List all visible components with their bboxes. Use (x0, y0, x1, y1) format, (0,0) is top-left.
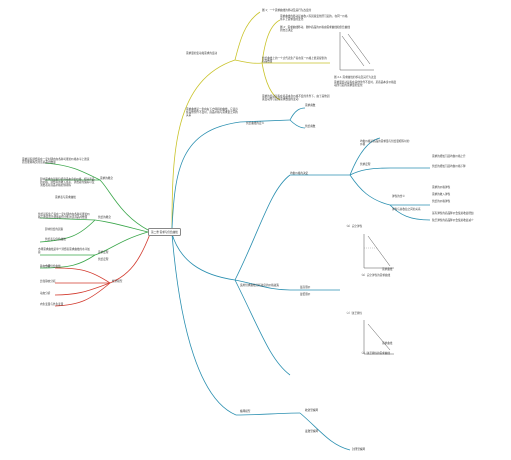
green-link-4 (39, 217, 96, 221)
blue-link-16 (389, 204, 431, 221)
blue-node-17[interactable]: 运用供求曲线分析政府的价格政策 (240, 284, 279, 287)
yellow-node-5[interactable]: 供给曲线上的一个点代表生产者在某一价格上愿意提供的商品数量 (262, 57, 327, 64)
blue-node-3[interactable]: 需求函数 (305, 104, 316, 107)
green-node-9[interactable]: 需求定理 (98, 251, 109, 254)
green-node-6[interactable]: 供给的概念 (98, 216, 111, 219)
green-trunk (99, 179, 149, 231)
blue-node-15[interactable]: 富有弹性的商品降价会使总收益增加 (432, 212, 474, 215)
blue-link-4 (349, 167, 391, 176)
blue-chart-c-caption-bottom: （c）缺乏弹性的需求曲线 (360, 352, 390, 355)
green-node-8[interactable]: 供给表与供给曲线 (45, 238, 66, 241)
yellow-chart-demand-d1 (341, 35, 365, 67)
blue-node-21[interactable]: 收敛型蛛网 (305, 409, 318, 412)
blue-node-16[interactable]: 缺乏弹性的商品降价会使总收益减少 (432, 219, 474, 222)
blue-chart-b-label: 需求曲线 (382, 268, 393, 271)
yellow-node-1[interactable]: 图 1：一个需求曲线的移动及其行为改变的 (262, 9, 312, 12)
blue-trunk-up (171, 121, 241, 229)
blue-node-1[interactable]: 需求曲线是一条向右下方倾斜的曲线，它表示在其他条件不变时，商品价格与需求量之间的… (186, 108, 238, 118)
blue-node-9[interactable]: 供给的增加引起均衡价格下降 (432, 165, 466, 168)
yellow-branch-lines (171, 11, 330, 229)
blue-chart-c (360, 318, 396, 358)
green-link-8 (39, 254, 96, 269)
blue-node-23[interactable]: 封闭型蛛网 (352, 448, 365, 451)
green-node-2[interactable]: 需求的概念 (100, 177, 113, 180)
blue-chart-c-caption-top: （c）缺乏弹性 (345, 312, 362, 315)
yellow-chart-demand-d2 (347, 33, 371, 65)
blue-chart-b (360, 232, 396, 272)
yellow-node-3[interactable]: 图 2：需求曲线移动，图中商品的价格由需求曲线和供给曲线的交点决定 (280, 26, 350, 33)
green-node-4[interactable]: 需求表与需求曲线 (55, 196, 76, 199)
red-branch-lines (54, 233, 151, 307)
yellow-link-2 (234, 59, 263, 64)
blue-node-10[interactable]: 弹性的含义 (392, 195, 405, 198)
blue-node-20[interactable]: 蛛网模型 (240, 410, 251, 413)
blue-node-4[interactable]: 供给函数 (305, 125, 316, 128)
blue-node-6[interactable]: 均衡价格是商品的需求量与供给量相等时的价格 (360, 140, 410, 147)
green-link-6 (94, 231, 149, 256)
green-node-3[interactable]: 影响需求的因素包括商品本身的价格、相关商品的价格、消费者的收入水平、消费者的偏好… (40, 178, 95, 188)
red-trunk (109, 233, 151, 284)
blue-trunk-low (171, 233, 237, 416)
blue-chart-c-demand (367, 323, 391, 351)
blue-chart-b-caption-top: （b）完全弹性 (345, 225, 363, 228)
blue-node-11[interactable]: 需求的价格弹性 (432, 186, 451, 189)
green-link-3 (94, 219, 149, 233)
blue-chart-b-caption-bottom: （b）完全弹性的需求曲线 (360, 274, 391, 277)
blue-node-5[interactable]: 均衡价格的决定 (290, 172, 309, 175)
blue-node-22[interactable]: 发散型蛛网 (305, 430, 318, 433)
blue-node-13[interactable]: 供给的价格弹性 (432, 200, 451, 203)
blue-node-8[interactable]: 需求的增加引起均衡价格上升 (432, 155, 466, 158)
yellow-link-4 (261, 19, 281, 64)
blue-link-10 (299, 412, 351, 451)
yellow-trunk (171, 59, 236, 229)
red-link-2 (54, 267, 111, 284)
blue-node-18[interactable]: 最高限价 (300, 286, 311, 289)
yellow-chart-caption: 图 2-1 需求曲线的移动及其行为改变 (334, 76, 377, 79)
blue-trunk-down (171, 233, 236, 281)
green-node-10[interactable]: 供给定理 (98, 258, 109, 261)
green-node-5[interactable]: 供给是指生产者在一定时期内在各种可能的价格下愿意而且能够提供出售的该商品的数量 (38, 213, 90, 220)
blue-node-12[interactable]: 需求的收入弹性 (432, 193, 451, 196)
green-node-11[interactable]: 市场需求曲线是单个消费者需求曲线的水平加总 (38, 248, 90, 255)
green-node-1[interactable]: 需求是指消费者在一定时期内在各种可能的价格水平上愿意而且能够购买的该商品的数量 (22, 158, 90, 165)
green-branch-lines (39, 162, 149, 269)
yellow-sub-note: 需求量变动是指在其他条件不变时，某商品本身价格变动所引起的需求量的变化 (334, 81, 397, 88)
blue-link-1 (234, 174, 291, 281)
blue-link-6 (234, 279, 291, 291)
blue-link-12 (289, 107, 306, 121)
green-node-12[interactable]: 市场供给曲线 (45, 265, 61, 268)
blue-link-13 (289, 119, 306, 129)
blue-link-3 (349, 137, 381, 176)
yellow-link-1 (234, 11, 261, 61)
root-topic[interactable]: 第二章 需求与供给曲线 (148, 228, 181, 236)
green-link-5 (39, 219, 96, 243)
yellow-link-5 (261, 62, 281, 101)
green-link-1 (44, 162, 101, 181)
yellow-node-4[interactable]: 需求量的变动和需求的变动 (186, 52, 218, 55)
blue-node-19[interactable]: 最低限价 (300, 293, 311, 296)
red-node-5[interactable]: 内生变量与外生变量 (40, 303, 64, 306)
blue-link-9 (235, 412, 301, 416)
yellow-node-6[interactable]: 需求的变动是指在商品本身价格不变的条件下，由于其他因素变动所引起的需求数量的变动 (262, 95, 330, 102)
red-node-3[interactable]: 比较静态分析 (40, 280, 56, 283)
red-node-1[interactable]: 经济模型 (112, 280, 123, 283)
red-link-3 (54, 282, 111, 296)
green-node-7[interactable]: 影响供给的因素 (45, 228, 64, 231)
blue-node-2[interactable]: 供给曲线的定义 (246, 122, 265, 125)
blue-link-11 (239, 119, 291, 123)
blue-chart-b-demand (367, 235, 391, 267)
blue-branch-lines (171, 107, 431, 451)
red-node-2[interactable]: 静态分析 (40, 265, 51, 268)
blue-node-14[interactable]: 弹性与总收益之间的关系 (392, 208, 421, 211)
blue-node-7[interactable]: 供求定理 (360, 163, 371, 166)
red-node-4[interactable]: 动态分析 (40, 292, 51, 295)
blue-link-5 (349, 174, 391, 206)
yellow-node-2[interactable]: 需求曲线的移动是由收入等因素变化所引起的，在同一价格水平上需求量的变化 (280, 15, 348, 22)
blue-link-8 (234, 279, 291, 376)
blue-chart-c-label: 需求曲线 (382, 342, 393, 345)
red-link-4 (54, 282, 111, 307)
yellow-demand-chart (336, 30, 376, 74)
